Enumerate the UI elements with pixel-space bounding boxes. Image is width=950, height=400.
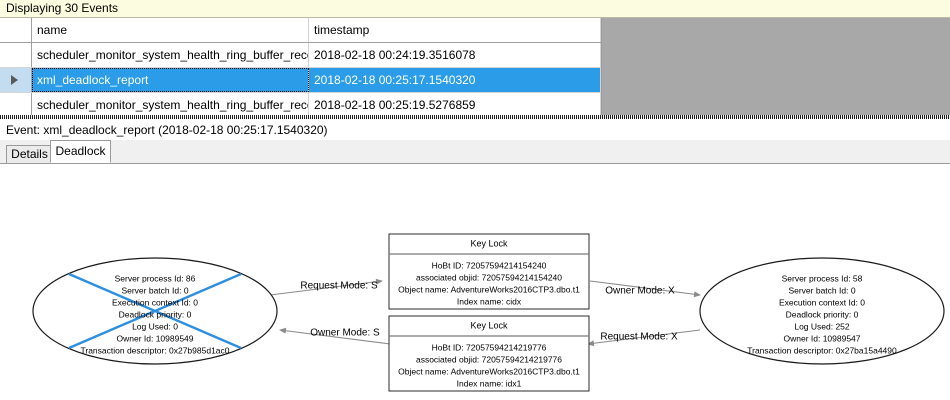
deadlock-graph-svg: Request Mode: S Owner Mode: S Owner Mode… (32, 233, 945, 392)
process-node-left[interactable]: Server process Id: 86 Server batch Id: 0… (32, 257, 278, 365)
event-caption: Event: xml_deadlock_report (2018-02-18 0… (0, 121, 950, 140)
keylock-top-line-3: Index name: cidx (457, 296, 522, 306)
cell-name[interactable]: xml_deadlock_report (32, 68, 309, 92)
process-left-line-1: Server batch Id: 0 (121, 285, 188, 295)
process-right-line-2: Execution context Id: 0 (779, 297, 865, 307)
cell-name[interactable]: scheduler_monitor_system_health_ring_buf… (32, 43, 309, 67)
keylock-bottom-line-0: HoBt ID: 72057594214219776 (432, 342, 547, 352)
keylock-top-title: Key Lock (470, 238, 508, 248)
column-header-timestamp[interactable]: timestamp (309, 18, 601, 42)
edge-left-request: Request Mode: S (269, 278, 383, 296)
table-row-selected[interactable]: xml_deadlock_report 2018-02-18 00:25:17.… (0, 68, 601, 93)
edge-right-request-label: Request Mode: X (600, 332, 678, 343)
tab-strip: Details Deadlock (0, 140, 950, 164)
column-header-name[interactable]: name (32, 18, 309, 42)
resource-node-keylock-top[interactable]: Key Lock HoBt ID: 72057594214154240 asso… (388, 233, 590, 310)
cell-timestamp[interactable]: 2018-02-18 00:25:19.5276859 (309, 93, 601, 117)
keylock-bottom-title: Key Lock (470, 320, 508, 330)
process-right-line-4: Log Used: 252 (794, 321, 850, 331)
tab-deadlock[interactable]: Deadlock (50, 140, 111, 163)
edge-left-request-label: Request Mode: S (300, 281, 378, 292)
row-selector-header (0, 18, 32, 42)
cell-name[interactable]: scheduler_monitor_system_health_ring_buf… (32, 93, 309, 117)
process-left-line-5: Owner Id: 10989549 (116, 333, 193, 343)
keylock-bottom-line-1: associated objid: 72057594214219776 (416, 354, 562, 364)
cell-timestamp[interactable]: 2018-02-18 00:24:19.3516078 (309, 43, 601, 67)
edge-right-owner: Owner Mode: X (589, 280, 701, 298)
events-grid[interactable]: name timestamp scheduler_monitor_system_… (0, 18, 602, 118)
keylock-top-line-2: Object name: AdventureWorks2016CTP3.dbo.… (398, 284, 580, 294)
process-right-line-3: Deadlock priority: 0 (786, 309, 859, 319)
grid-splitter[interactable] (0, 115, 950, 119)
table-row[interactable]: scheduler_monitor_system_health_ring_buf… (0, 43, 601, 68)
row-selector[interactable] (0, 93, 32, 117)
row-selector[interactable] (0, 43, 32, 67)
edge-right-request: Request Mode: X (587, 329, 701, 347)
process-left-line-6: Transaction descriptor: 0x27b985d1ac0 (81, 345, 230, 355)
deadlock-graph-canvas[interactable]: Request Mode: S Owner Mode: S Owner Mode… (0, 164, 950, 400)
grid-header-row: name timestamp (0, 18, 601, 43)
process-left-line-3: Deadlock priority: 0 (119, 309, 192, 319)
cell-timestamp[interactable]: 2018-02-18 00:25:17.1540320 (309, 68, 601, 92)
events-grid-area: name timestamp scheduler_monitor_system_… (0, 18, 950, 119)
edge-left-owner-label: Owner Mode: S (310, 328, 380, 339)
process-left-line-2: Execution context Id: 0 (112, 297, 198, 307)
process-right-line-6: Transaction descriptor: 0x27ba15a4490 (747, 345, 897, 355)
row-selector[interactable] (0, 68, 32, 92)
keylock-bottom-line-2: Object name: AdventureWorks2016CTP3.dbo.… (398, 366, 580, 376)
process-right-line-0: Server process Id: 58 (782, 273, 863, 283)
process-right-line-5: Owner Id: 10989547 (783, 333, 860, 343)
tab-details[interactable]: Details (6, 145, 53, 163)
keylock-top-line-1: associated objid: 72057594214154240 (416, 272, 562, 282)
victim-x-icon (68, 272, 242, 350)
process-left-line-4: Log Used: 0 (132, 321, 178, 331)
process-node-right[interactable]: Server process Id: 58 Server batch Id: 0… (699, 257, 945, 365)
edge-left-owner: Owner Mode: S (279, 328, 391, 345)
keylock-top-line-0: HoBt ID: 72057594214154240 (432, 260, 547, 270)
process-left-line-0: Server process Id: 86 (115, 273, 196, 283)
current-row-arrow-icon (11, 75, 18, 85)
process-right-line-1: Server batch Id: 0 (788, 285, 855, 295)
edge-right-owner-label: Owner Mode: X (605, 286, 675, 297)
events-banner: Displaying 30 Events (0, 0, 950, 18)
keylock-bottom-line-3: Index name: idx1 (457, 378, 522, 388)
resource-node-keylock-bottom[interactable]: Key Lock HoBt ID: 72057594214219776 asso… (388, 315, 590, 392)
